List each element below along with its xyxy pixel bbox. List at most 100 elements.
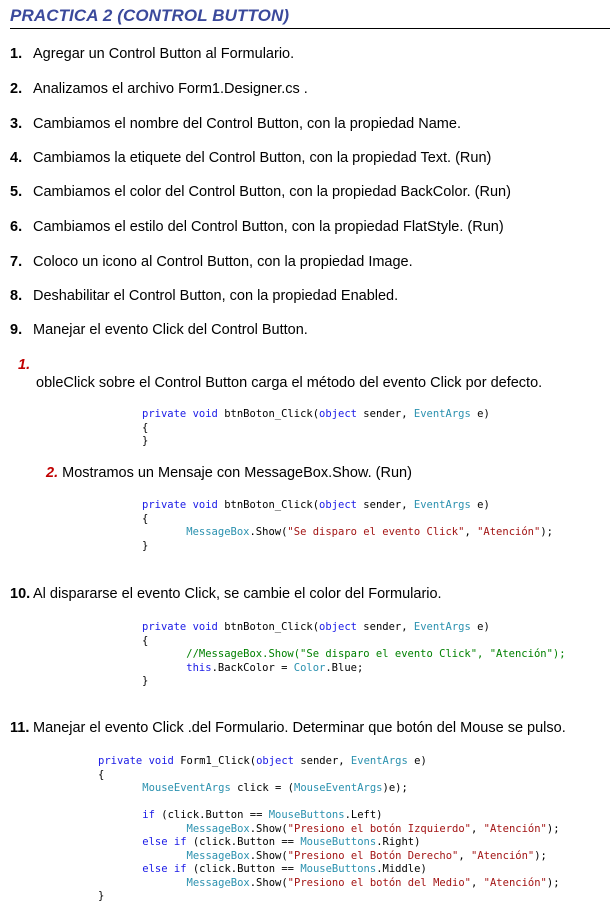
- step-text: Manejar el evento Click .del Formulario.…: [33, 720, 566, 736]
- code-token: e): [470, 408, 490, 420]
- code-token: .Blue;: [325, 661, 364, 674]
- code-token: )e);: [382, 782, 408, 794]
- code-token: Form1_Click(: [173, 755, 257, 767]
- code-token: MouseEventArgs: [142, 782, 231, 794]
- code-token: private: [142, 621, 187, 633]
- substep-1-number: 1.: [18, 357, 31, 373]
- code-token: else if: [142, 836, 187, 848]
- code-token: e): [470, 499, 490, 511]
- code-token: {: [142, 634, 149, 647]
- code-token: (click.Button ==: [186, 863, 301, 875]
- code-token: "Presiono el botón del Medio": [287, 876, 471, 889]
- step-text: Manejar el evento Click del Control Butt…: [33, 322, 308, 338]
- code-token: sender,: [356, 499, 414, 511]
- code-token: sender,: [294, 755, 351, 767]
- step-text: Al dispararse el evento Click, se cambie…: [33, 586, 442, 602]
- code-token: ,: [458, 849, 472, 862]
- code-token: .Show(: [249, 526, 288, 538]
- code-token: private: [142, 499, 187, 511]
- title-underline: [10, 28, 610, 29]
- step-1: 1. Agregar un Control Button al Formulari…: [10, 46, 294, 62]
- step-10: 10.Al dispararse el evento Click, se cam…: [10, 586, 442, 602]
- code-token: EventArgs: [413, 499, 471, 511]
- code-token: "Atención": [477, 526, 541, 538]
- step-text: Cambiamos el estilo del Control Button, …: [33, 219, 504, 235]
- code-token: //MessageBox.Show("Se disparo el evento …: [186, 648, 566, 660]
- code-token: .Middle): [376, 863, 427, 875]
- code-token: ,: [471, 876, 484, 889]
- code-token: MouseButtons: [268, 809, 345, 821]
- code-block-4: private void Form1_Click(object sender, …: [98, 755, 560, 904]
- step-number: 11.: [10, 720, 30, 736]
- code-token: EventArgs: [413, 621, 471, 633]
- step-number: 8.: [10, 288, 23, 304]
- step-number: 2.: [10, 81, 23, 97]
- code-token: private: [98, 755, 143, 767]
- code-token: "Presiono el botón Izquierdo": [287, 822, 471, 835]
- code-token: btnBoton_Click(: [217, 499, 320, 511]
- step-7: 7. Coloco un icono al Control Button, con…: [10, 254, 413, 270]
- step-number: 7.: [10, 254, 23, 270]
- code-token: .Left): [344, 809, 383, 821]
- code-token: void: [192, 408, 218, 420]
- code-token: ,: [464, 526, 478, 538]
- substep-2-text: Mostramos un Mensaje con MessageBox.Show…: [62, 465, 412, 481]
- step-number: 6.: [10, 219, 23, 235]
- substep-1-text: obleClick sobre el Control Button carga …: [36, 375, 543, 391]
- code-token: void: [192, 499, 218, 511]
- code-token: MouseEventArgs: [294, 782, 383, 794]
- code-token: MessageBox: [186, 526, 250, 538]
- step-text: Cambiamos el color del Control Button, c…: [33, 184, 511, 200]
- code-token: btnBoton_Click(: [217, 621, 320, 633]
- step-number: 10.: [10, 586, 31, 602]
- step-text: Analizamos el archivo Form1.Designer.cs …: [33, 81, 308, 97]
- code-token: .BackColor =: [211, 661, 294, 674]
- code-token: object: [319, 408, 357, 420]
- step-text: Agregar un Control Button al Formulario.: [33, 46, 295, 62]
- code-token: sender,: [356, 408, 414, 420]
- code-token: e): [470, 621, 490, 633]
- code-token: );: [546, 876, 560, 889]
- page-title: PRACTICA 2 (CONTROL BUTTON): [10, 6, 290, 25]
- code-token: );: [534, 849, 547, 862]
- step-4: 4. Cambiamos la etiquete del Control Butt…: [10, 150, 491, 166]
- code-token: "Se disparo el evento Click": [287, 526, 465, 538]
- code-token: }: [142, 675, 149, 687]
- step-number: 4.: [10, 150, 23, 166]
- code-block-1: private void btnBoton_Click(object sende…: [142, 408, 490, 449]
- code-token: MouseButtons: [300, 836, 377, 848]
- step-5: 5. Cambiamos el color del Control Button,…: [10, 184, 511, 200]
- code-token: e): [407, 755, 427, 767]
- substep-2-number: 2.: [46, 465, 59, 481]
- code-token: if: [142, 809, 155, 821]
- code-token: click = (: [230, 782, 294, 794]
- code-token: EventArgs: [350, 755, 408, 767]
- code-token: .Show(: [249, 849, 288, 862]
- code-token: MessageBox: [186, 876, 250, 889]
- step-8: 8.Deshabilitar el Control Button, con la…: [10, 288, 398, 304]
- code-block-2: private void btnBoton_Click(object sende…: [142, 499, 553, 553]
- step-number: 1.: [10, 46, 23, 62]
- code-token: "Atención": [483, 876, 547, 889]
- code-token: object: [319, 499, 357, 511]
- code-token: this: [186, 661, 212, 674]
- step-text: Cambiamos la etiquete del Control Button…: [33, 150, 492, 166]
- code-token: ,: [471, 822, 484, 835]
- code-token: void: [192, 621, 218, 633]
- code-token: );: [546, 822, 560, 835]
- step-text: Coloco un icono al Control Button, con l…: [33, 254, 413, 270]
- code-token: "Atención": [483, 822, 547, 835]
- code-token: (click.Button ==: [154, 809, 269, 821]
- code-token: {: [142, 421, 149, 434]
- code-token: }: [142, 435, 149, 447]
- code-token: .Show(: [249, 876, 288, 889]
- code-token: object: [319, 621, 357, 633]
- code-token: }: [98, 890, 105, 902]
- step-number: 5.: [10, 184, 23, 200]
- step-2: 2. Analizamos el archivo Form1.Designer.c…: [10, 81, 308, 97]
- code-token: MouseButtons: [300, 863, 377, 875]
- code-token: "Presiono el Botón Derecho": [287, 849, 459, 862]
- code-token: void: [148, 755, 174, 767]
- step-3: 3.Cambiamos el nombre del Control Button…: [10, 116, 461, 132]
- code-token: "Atención": [471, 849, 535, 862]
